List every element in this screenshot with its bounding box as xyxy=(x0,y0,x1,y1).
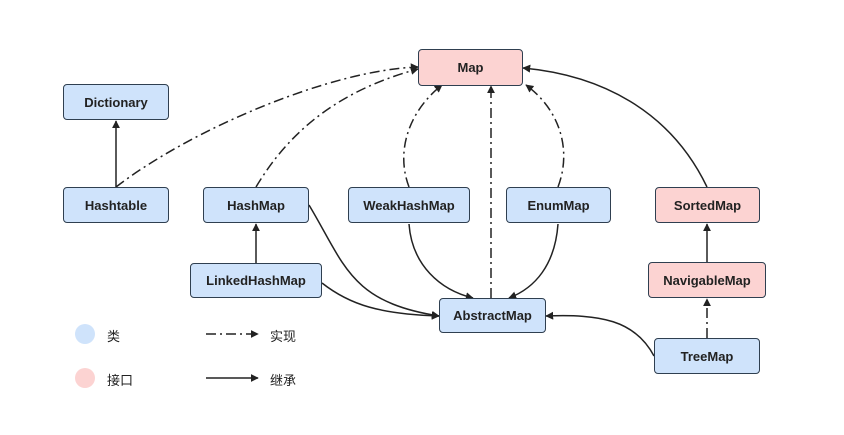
legend-implement-label: 实现 xyxy=(270,330,297,345)
node-hashtable: Hashtable xyxy=(63,187,169,223)
node-sortedmap-label: SortedMap xyxy=(673,197,742,213)
node-treemap: TreeMap xyxy=(654,338,760,374)
node-map: Map xyxy=(418,49,523,86)
node-linkedhashmap-label: LinkedHashMap xyxy=(206,273,306,288)
legend-interface-swatch xyxy=(75,368,95,388)
node-navigablemap-label: NavigableMap xyxy=(663,272,751,288)
edge-linkedhashmap-abstractmap xyxy=(321,282,440,320)
node-navigablemap: NavigableMap xyxy=(648,262,766,298)
node-dictionary: Dictionary xyxy=(63,84,169,120)
legend-class-swatch xyxy=(75,324,95,344)
node-abstractmap-label: AbstractMap xyxy=(453,308,532,323)
node-dictionary-label: Dictionary xyxy=(84,94,148,110)
legend-class-label: 类 xyxy=(107,330,121,345)
edge-enummap-map xyxy=(525,84,565,188)
node-weakhashmap-label: WeakHashMap xyxy=(363,197,455,213)
node-linkedhashmap: LinkedHashMap xyxy=(190,263,322,298)
legend-interface-label: 接口 xyxy=(107,374,134,389)
edge-sortedmap-map xyxy=(522,64,708,188)
node-map-label: Map xyxy=(457,60,484,75)
edge-weakhashmap-abstractmap xyxy=(408,223,474,301)
edge-weakhashmap-map xyxy=(403,84,443,188)
edge-treemap-abstractmap xyxy=(545,311,655,357)
node-hashtable-label: Hashtable xyxy=(84,197,148,213)
edge-enummap-abstractmap xyxy=(508,223,559,300)
node-sortedmap: SortedMap xyxy=(655,187,760,223)
node-hashmap-label: HashMap xyxy=(227,197,285,213)
edge-hashmap-abstractmap xyxy=(308,204,440,319)
node-abstractmap: AbstractMap xyxy=(439,298,546,333)
node-hashmap: HashMap xyxy=(203,187,309,223)
node-weakhashmap: WeakHashMap xyxy=(348,187,470,223)
node-treemap-label: TreeMap xyxy=(680,348,734,364)
edge-hashmap-map xyxy=(255,67,419,188)
node-enummap-label: EnumMap xyxy=(527,197,590,213)
node-enummap: EnumMap xyxy=(506,187,611,223)
edge-hashtable-map xyxy=(115,63,419,188)
legend-inherit-label: 继承 xyxy=(270,374,297,389)
